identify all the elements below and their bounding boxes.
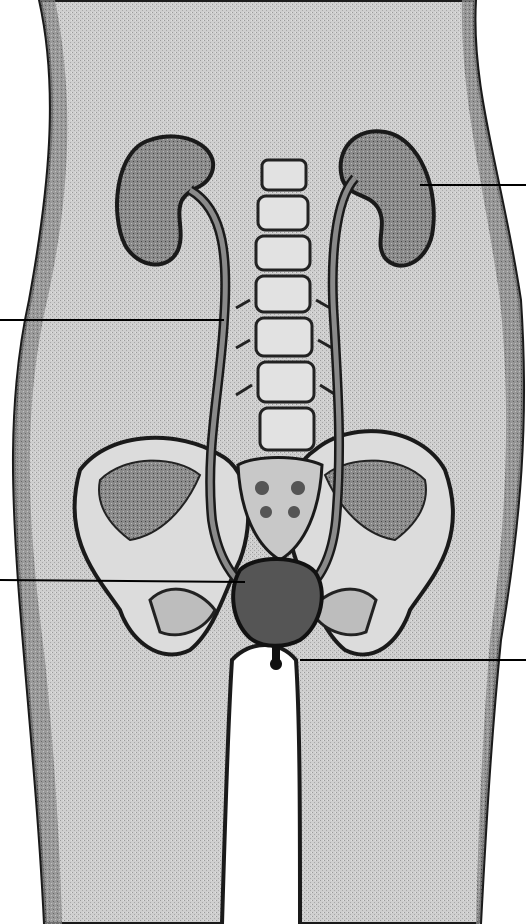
bladder <box>233 559 322 646</box>
